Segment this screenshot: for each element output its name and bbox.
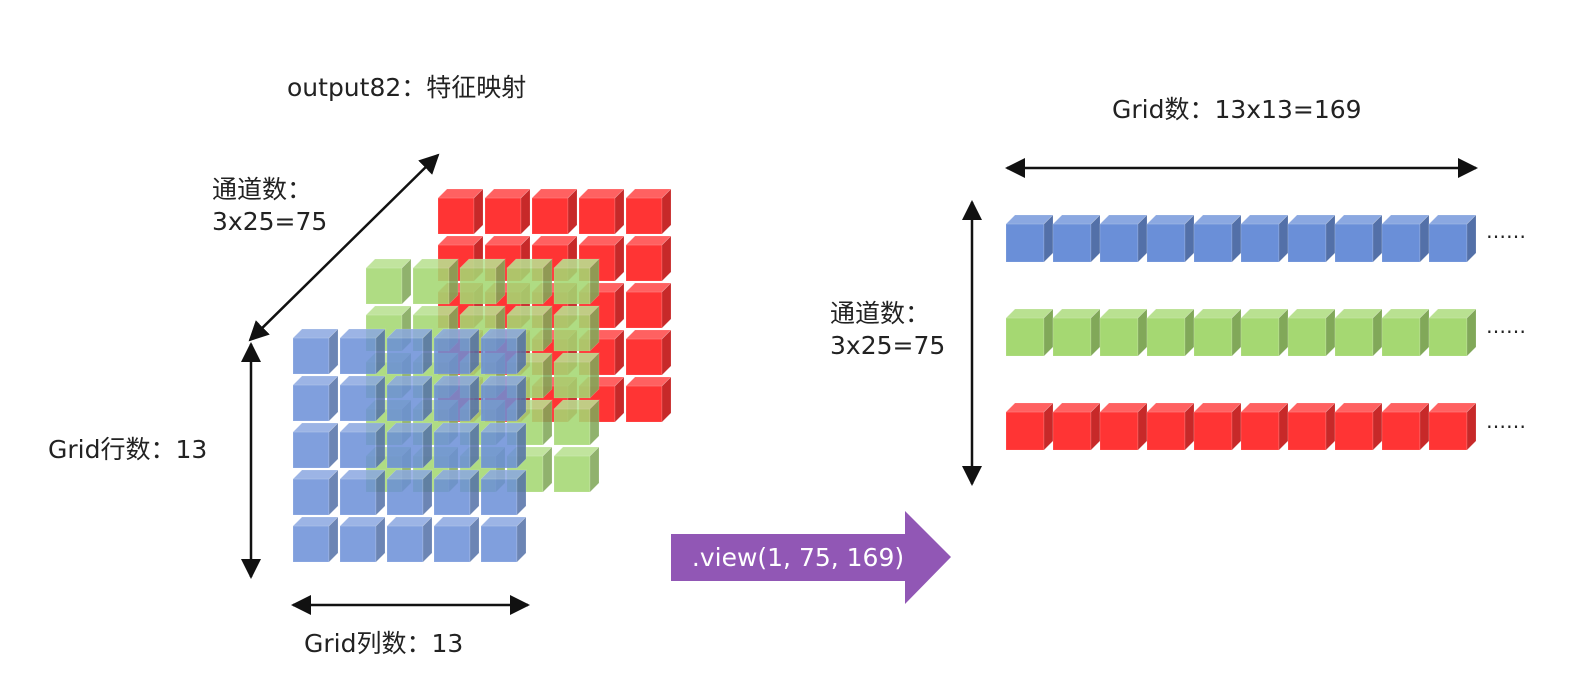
cube-green [365, 258, 412, 305]
cube-blue [292, 469, 339, 516]
cube-red [437, 188, 484, 235]
cube-blue [1052, 214, 1101, 263]
cube-blue [386, 328, 433, 375]
cube-blue [433, 328, 480, 375]
grid-col-count-label: Grid列数：13 [304, 629, 464, 658]
cube-blue [1287, 214, 1336, 263]
cube-blue [386, 516, 433, 563]
cube-blue [433, 516, 480, 563]
cube-blue [386, 375, 433, 422]
cube-blue [433, 422, 480, 469]
cube-green [553, 352, 600, 399]
cube-green [1287, 308, 1336, 357]
cube-red [1334, 402, 1383, 451]
cube-red [625, 376, 672, 423]
cube-red [1146, 402, 1195, 451]
cube-blue [433, 469, 480, 516]
cube-green [1146, 308, 1195, 357]
ellipsis-green: …… [1486, 314, 1526, 338]
channel-depth-arrow [248, 153, 440, 342]
cube-blue [1334, 214, 1383, 263]
grid-row-count-label: Grid行数：13 [48, 435, 208, 464]
ellipsis-red: …… [1486, 409, 1526, 433]
cube-green [412, 258, 459, 305]
cube-blue [339, 516, 386, 563]
cube-row-red [1005, 402, 1477, 451]
cube-green [553, 399, 600, 446]
cube-row-blue [1005, 214, 1477, 263]
cube-red [625, 329, 672, 376]
cube-red [625, 282, 672, 329]
cube-red [1381, 402, 1430, 451]
cube-green [1099, 308, 1148, 357]
cube-blue [1240, 214, 1289, 263]
cube-blue [480, 469, 527, 516]
feature-map-title: output82：特征映射 [287, 73, 527, 102]
ellipsis-blue: …… [1486, 219, 1526, 243]
cube-red [1193, 402, 1242, 451]
cube-blue [339, 328, 386, 375]
cube-red [625, 188, 672, 235]
cube-green [1052, 308, 1101, 357]
cube-blue [386, 469, 433, 516]
cube-red [1428, 402, 1477, 451]
cube-green [1428, 308, 1477, 357]
view-transform-label: .view(1, 75, 169) [692, 543, 904, 572]
cube-blue [386, 422, 433, 469]
cube-red [531, 188, 578, 235]
cube-blue [480, 516, 527, 563]
cube-red [1240, 402, 1289, 451]
cube-green [1240, 308, 1289, 357]
cube-green [553, 258, 600, 305]
cube-blue [292, 422, 339, 469]
cube-blue [339, 375, 386, 422]
cube-green [553, 446, 600, 493]
cube-red [578, 188, 625, 235]
cube-red [1287, 402, 1336, 451]
cube-blue [433, 375, 480, 422]
cube-blue [339, 469, 386, 516]
cube-row-green [1005, 308, 1477, 357]
grid-count-label: Grid数：13x13=169 [1112, 95, 1362, 124]
cube-green [553, 305, 600, 352]
cube-blue [1428, 214, 1477, 263]
cube-red [1005, 402, 1054, 451]
cube-blue [1193, 214, 1242, 263]
cube-blue [1146, 214, 1195, 263]
cube-stack-blue [292, 328, 527, 563]
view-transform-arrow: .view(1, 75, 169) [671, 511, 951, 604]
cube-green [459, 258, 506, 305]
cube-green [506, 258, 553, 305]
cube-blue [1005, 214, 1054, 263]
cube-blue [339, 422, 386, 469]
cube-blue [480, 328, 527, 375]
cube-blue [292, 516, 339, 563]
cube-blue [480, 375, 527, 422]
cube-red [625, 235, 672, 282]
cube-green [1005, 308, 1054, 357]
cube-blue [1099, 214, 1148, 263]
cube-blue [292, 328, 339, 375]
cube-red [484, 188, 531, 235]
channel-count-label-right: 通道数： 3x25=75 [830, 299, 946, 360]
cube-red [1099, 402, 1148, 451]
cube-blue [1381, 214, 1430, 263]
cube-blue [480, 422, 527, 469]
cube-blue [292, 375, 339, 422]
cube-green [1334, 308, 1383, 357]
cube-red [1052, 402, 1101, 451]
cube-green [1381, 308, 1430, 357]
cube-green [1193, 308, 1242, 357]
